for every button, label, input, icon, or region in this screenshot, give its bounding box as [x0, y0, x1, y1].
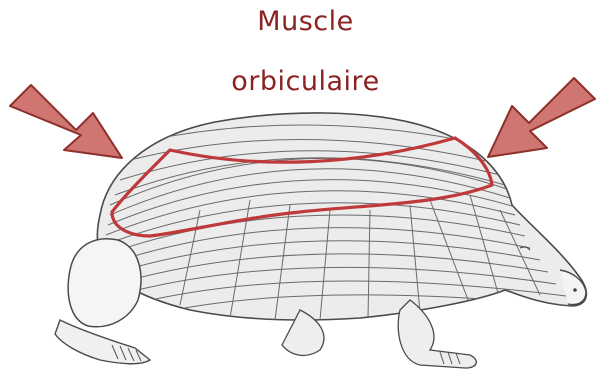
arrow-down-left-icon: [488, 78, 595, 157]
hind-leg: [55, 239, 150, 364]
arrow-down-right-icon: [10, 85, 122, 158]
